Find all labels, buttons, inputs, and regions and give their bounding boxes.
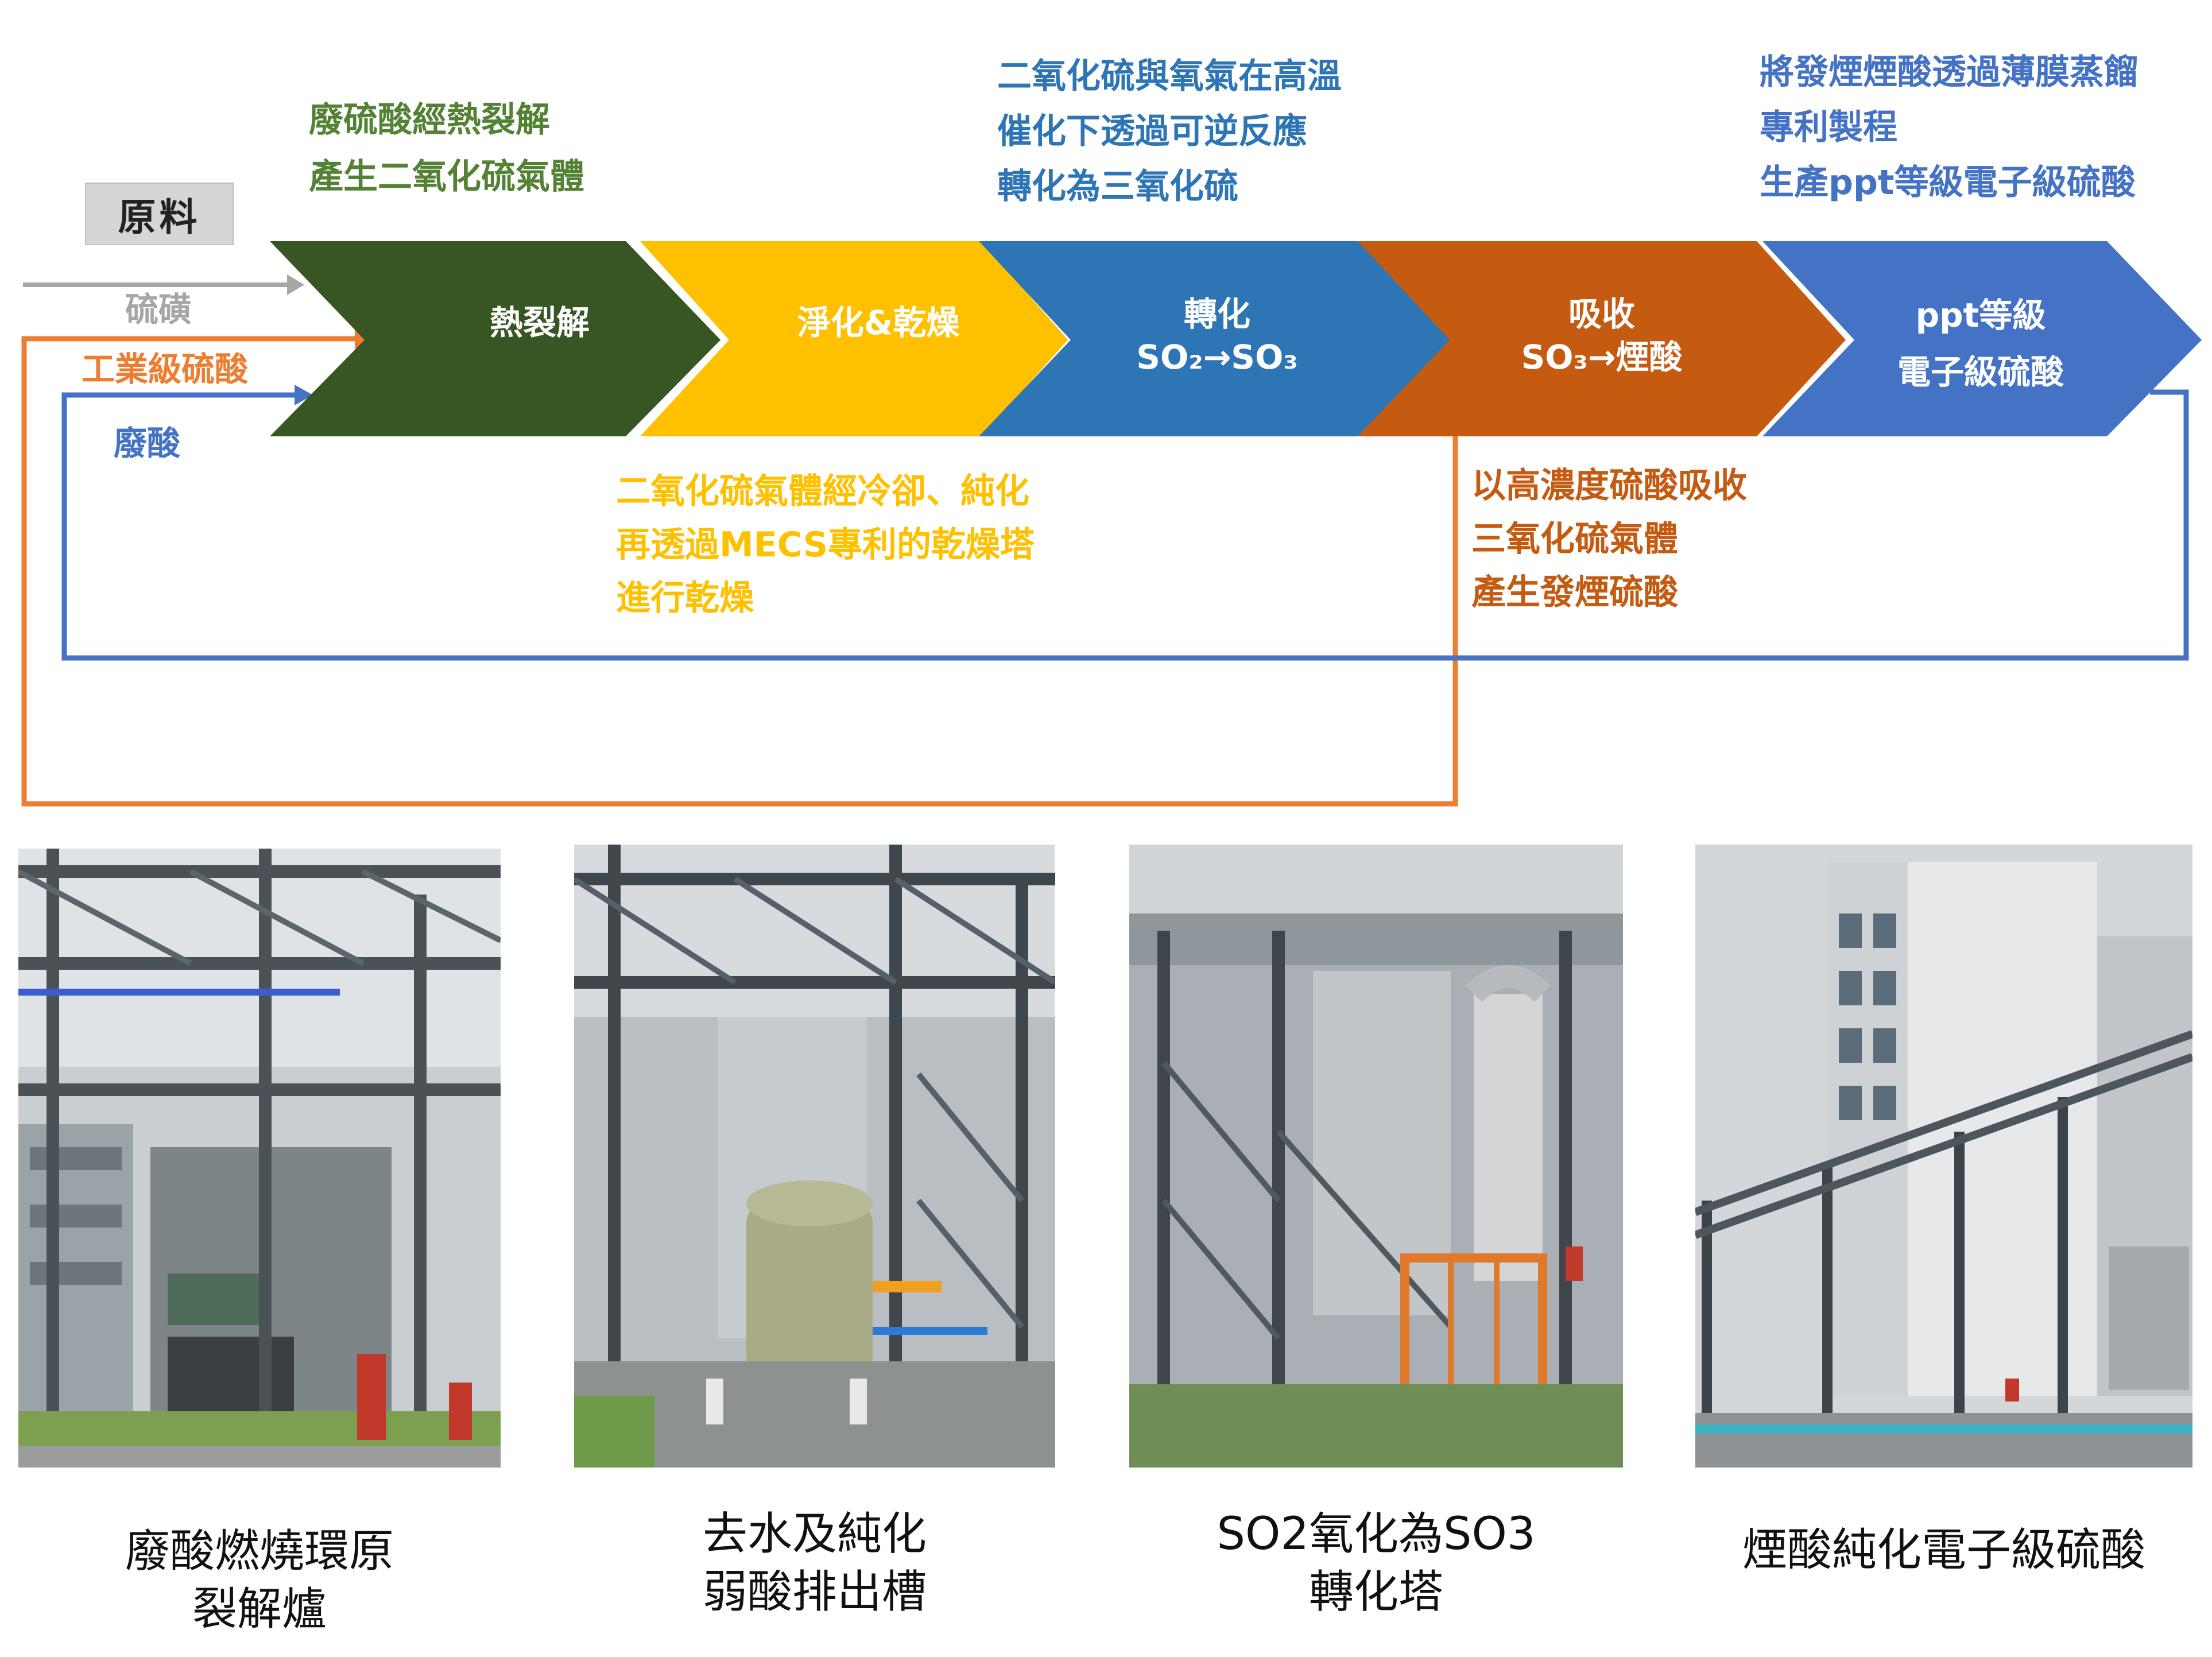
caption-cracking-furnace: 廢酸燃燒環原 裂解爐 <box>125 1526 394 1636</box>
stage-chevron-thermal-cracking <box>270 241 720 436</box>
stage-label-purify-dry: 淨化&乾燥 <box>797 303 960 342</box>
conversion-tower-photo-icon <box>1129 845 1623 1468</box>
input-label-sulfur: 硫磺 <box>125 290 192 329</box>
stage-chevron-product <box>1762 241 2202 436</box>
stage-label-thermal-cracking: 熱裂解 <box>489 303 590 342</box>
stage-label-absorption: 吸收 SO₃→煙酸 <box>1521 295 1683 377</box>
stage-chevron-purify-dry <box>640 241 1068 436</box>
photo-cracking-furnace <box>18 849 501 1468</box>
caption-conversion-tower: SO2氧化為SO3 轉化塔 <box>1217 1508 1536 1619</box>
purification-tank-photo-icon <box>574 845 1055 1468</box>
photo-purification-building <box>1695 845 2192 1468</box>
note-thermal-cracking: 廢硫酸經熱裂解 產生二氧化硫氣體 <box>309 100 584 197</box>
raw-material-label: 原料 <box>85 183 234 245</box>
stage-label-product: ppt等級 電子級硫酸 <box>1897 296 2064 392</box>
note-absorption: 以高濃度硫酸吸收 三氧化硫氣體 產生發煙硫酸 <box>1471 466 1747 613</box>
note-product: 將發煙煙酸透過薄膜蒸餾 專利製程 生產ppt等級電子級硫酸 <box>1760 52 2139 203</box>
caption-purification-building: 煙酸純化電子級硫酸 <box>1742 1524 2145 1576</box>
process-flow-diagram <box>21 241 2202 807</box>
sulfur-input-arrow <box>23 274 304 295</box>
note-conversion: 二氧化硫與氧氣在高溫 催化下透過可逆反應 轉化為三氧化硫 <box>997 56 1342 207</box>
stage-chevron-conversion <box>979 241 1452 436</box>
stage-label-conversion: 轉化 SO₂→SO₃ <box>1136 295 1298 377</box>
note-purify-dry: 二氧化硫氣體經冷卻、純化 再透過MECS專利的乾燥塔 進行乾燥 <box>616 471 1035 618</box>
photo-purification-tank <box>574 845 1055 1468</box>
photo-conversion-tower <box>1129 845 1623 1468</box>
cracking-furnace-photo-icon <box>18 849 501 1468</box>
input-label-spent-acid: 廢酸 <box>114 424 181 463</box>
input-label-industrial-acid: 工業級硫酸 <box>82 350 249 389</box>
stage-chevron-absorption <box>1358 241 1846 436</box>
caption-purification-tank: 去水及純化 弱酸排出槽 <box>702 1508 927 1619</box>
purification-building-photo-icon <box>1695 845 2192 1468</box>
spent-acid-loop-line <box>61 385 2189 661</box>
